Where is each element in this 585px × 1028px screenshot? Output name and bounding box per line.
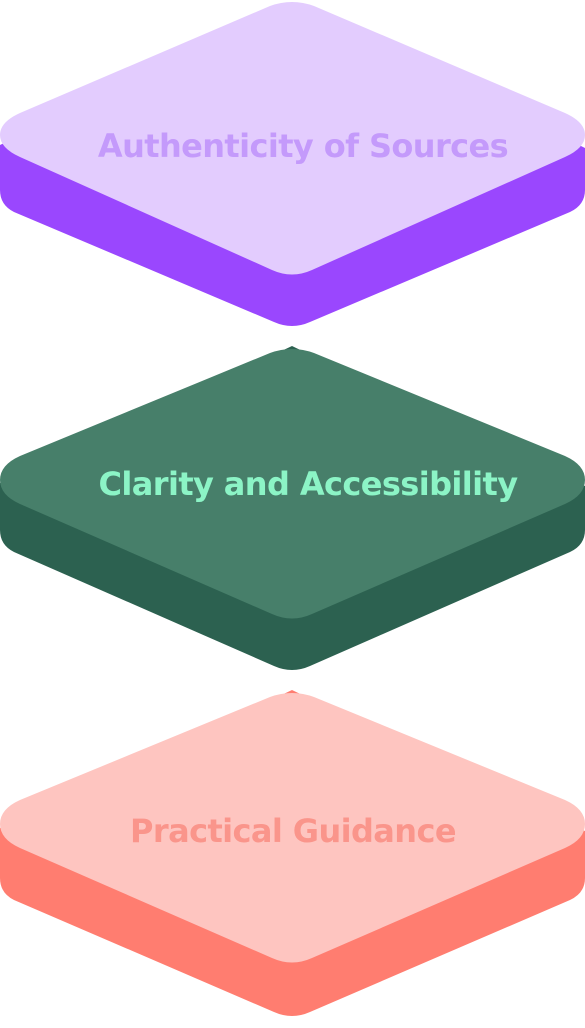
layer-practical-guidance: Practical Guidance bbox=[0, 690, 585, 1016]
layer-1-top bbox=[0, 2, 585, 275]
layer-3-label: Practical Guidance bbox=[130, 812, 456, 850]
layer-clarity-and-accessibility: Clarity and Accessibility bbox=[0, 346, 585, 670]
layer-3-top bbox=[0, 693, 585, 963]
layer-1-label: Authenticity of Sources bbox=[98, 127, 508, 165]
layer-authenticity-of-sources: Authenticity of Sources bbox=[0, 2, 585, 326]
layer-2-top bbox=[0, 349, 585, 619]
layer-2-label: Clarity and Accessibility bbox=[99, 465, 519, 503]
